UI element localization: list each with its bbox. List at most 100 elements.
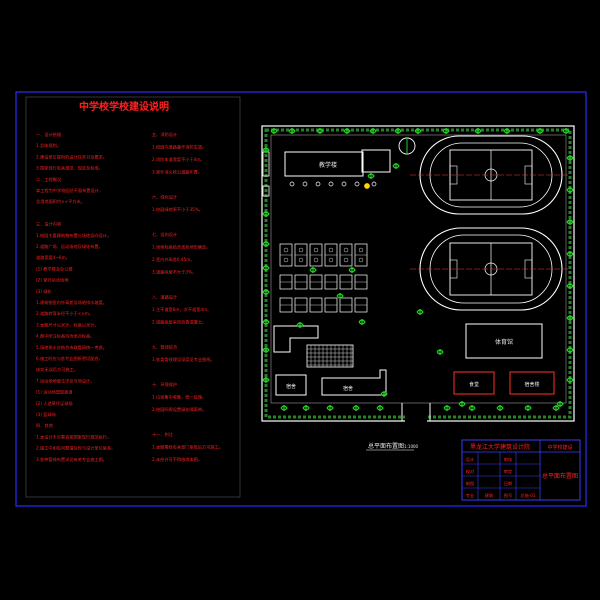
note-line: 2.道路面层采用沥青混凝土。 (152, 319, 206, 326)
tree (302, 405, 310, 411)
tree (442, 128, 450, 134)
note-line: 2.室内外高差0.45m。 (152, 256, 195, 263)
basketball-courts (279, 243, 368, 313)
notes-right-column: 五、消防设计 1.校园内道路兼作消防车道。 2.消防车道宽度不小于4m。 3.室外消火… (152, 131, 223, 463)
tree (376, 405, 384, 411)
west-gatehouse (262, 185, 270, 197)
note-line: (2) 人造草坪足球场 (36, 400, 73, 407)
note-line: (2) 室外运动场地 (36, 277, 69, 284)
plan-caption: 总平面布置图 (368, 442, 404, 450)
site-boundary (261, 125, 575, 422)
tree (262, 347, 270, 353)
note-line: 2.施工中如有问题请及时与设计单位联系。 (36, 445, 115, 452)
tree (369, 128, 377, 134)
title-block-cell: 审核 (504, 456, 513, 463)
tree (536, 128, 544, 134)
tree (343, 128, 351, 134)
note-line: 五、消防设计 (152, 131, 177, 138)
company-name: 黑龙江大学建筑设计院 (470, 443, 530, 451)
note-line: 3.道路纵坡不大于3%。 (152, 269, 196, 276)
tree (262, 265, 270, 271)
drawing-frame (15, 91, 587, 507)
canteen-label: 食堂 (469, 381, 479, 388)
gymnasium (465, 323, 543, 359)
title-block-cell: 审定 (504, 468, 512, 475)
tree (468, 405, 476, 411)
note-line: 7.运动场地做法详见专项设计。 (36, 377, 94, 384)
tree (503, 128, 511, 134)
tree (566, 283, 574, 289)
main-building-label: 教学楼 (319, 161, 337, 169)
project-name: 中学校建设 (547, 444, 572, 451)
note-line: 3.室外消火栓沿道路布置。 (152, 169, 202, 176)
notes-left-column: 一、设计依据1.总体规划。2.建设单位提供的设计任务书及要求。3.国家现行有关规… (36, 131, 115, 463)
note-line: 六、绿化设计 (152, 194, 177, 201)
note-line: 一、设计依据 (36, 131, 61, 138)
tree (326, 405, 334, 411)
tree (458, 401, 466, 407)
note-line: (1) 教学楼及办公楼 (36, 265, 73, 272)
tree (309, 267, 317, 273)
tree (270, 128, 278, 134)
grid-plaza (306, 344, 354, 368)
dorm-a-label: 宿舍 (286, 383, 296, 390)
note-line: 1.垃圾集中收集，统一处理。 (152, 394, 206, 401)
dorm-b (321, 369, 387, 396)
note-line: 1.建筑物室内外高差及场地排水坡度。 (36, 299, 107, 306)
dorm-b-label: 宿舍 (343, 385, 353, 392)
note-line: (1) 运动场塑胶跑道 (36, 389, 73, 396)
note-line: (3) 绿化 (36, 288, 52, 295)
note-line: 本工程为中学校园总平面布置设计， (36, 187, 103, 194)
plan-scale: 1:1000 (404, 444, 419, 449)
tree (380, 391, 388, 397)
tree (262, 319, 270, 325)
note-line: 十、环境保护 (152, 381, 177, 388)
note-line: 2.建设单位提供的设计任务书及要求。 (36, 153, 107, 160)
tree (262, 211, 270, 217)
tree (556, 401, 564, 407)
note-line: 1.场地标高结合现状地形确定。 (152, 244, 210, 251)
note-line: 道路宽度4~6m。 (36, 254, 70, 261)
note-line: 2.消防车道宽度不小于4m。 (152, 156, 205, 163)
title-block-cell: 日期 (504, 481, 512, 487)
south-track (410, 227, 570, 311)
note-line: 1.各类管线埋设深度见专业图纸。 (152, 356, 215, 363)
tree (262, 377, 270, 383)
notes-panel-border (25, 96, 241, 498)
note-line: 1.本设计未尽事宜按国家现行规范执行。 (36, 433, 111, 440)
note-line: 4.图中所注标高均为绝对标高。 (36, 333, 94, 340)
note-line: 5.场地排水应结合市政管网统一考虑。 (36, 344, 107, 351)
tree (262, 289, 270, 295)
note-line: 3.各种管线布置详见有关专业施工图。 (36, 456, 107, 463)
note-line: 七、竖向设计 (152, 231, 177, 238)
trees (262, 128, 574, 411)
note-line: 3.国家现行有关规范、规定及标准。 (36, 165, 103, 172)
note-line: 3.本图尺寸以米计，标高以米计。 (36, 321, 99, 328)
note-line: 1.校园内道路兼作消防车道。 (152, 144, 206, 151)
note-line: 总用地面积约××平方米。 (36, 198, 85, 205)
note-line: 2.道路转弯半径不小于××m。 (36, 310, 93, 317)
drawing-title: 中学校学校建设说明 (79, 100, 169, 113)
note-line: 二、工程概况 (36, 176, 62, 183)
title-block-cell: 校对 (466, 468, 474, 475)
tree (262, 241, 270, 247)
tree (296, 322, 304, 328)
title-block-cell: 图号 (504, 493, 512, 499)
title-block-cell: 专业 (466, 492, 474, 499)
tree (414, 128, 422, 134)
title-block-cell: 建筑 (485, 492, 494, 499)
note-line: 2.校园四周设置绿化隔离带。 (152, 406, 206, 413)
note-line: 1.主干道宽6m，次干道宽4m。 (152, 306, 211, 313)
tree (566, 251, 574, 257)
main-building (284, 151, 364, 177)
drawing-name: 总平面布置图 (542, 472, 578, 480)
tree (348, 267, 356, 273)
title-block: 黑龙江大学建筑设计院 中学校建设 总平面布置图 设计审核校对审定制图日期专业建筑… (461, 439, 581, 501)
perimeter-hedge (264, 128, 572, 419)
main-entrance (405, 403, 427, 423)
dormitory-east (509, 371, 555, 395)
tree (566, 347, 574, 353)
tree (416, 309, 424, 315)
tree (436, 349, 444, 355)
